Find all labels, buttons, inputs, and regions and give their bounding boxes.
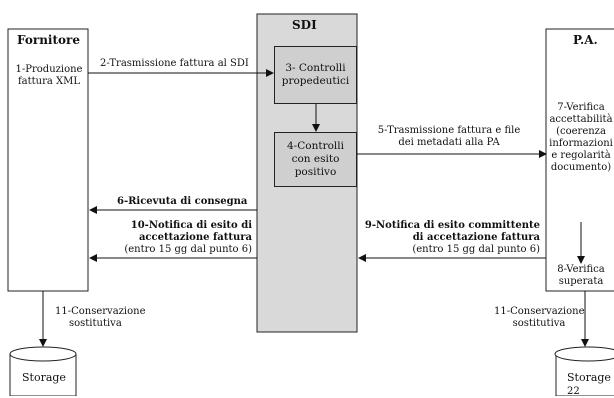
storage-number-pa: 22 bbox=[567, 386, 580, 397]
storage-label-pa: Storage bbox=[567, 371, 611, 384]
sdi-step4-line2: con esito bbox=[291, 153, 340, 165]
storage-cylinder-pa bbox=[554, 346, 614, 396]
label-step2: 2-Trasmissione fattura al SDI bbox=[100, 58, 249, 69]
pa-step7-line1: 7-Verifica bbox=[557, 102, 605, 113]
lane-title-pa: P.A. bbox=[573, 33, 598, 47]
fornitore-step1-line1: 1-Produzione bbox=[15, 64, 83, 75]
lane-title-fornitore: Fornitore bbox=[17, 33, 80, 47]
label-step9: 9-Notifica di esito committente di accet… bbox=[362, 220, 540, 256]
fornitore-lane bbox=[7, 28, 89, 292]
fornitore-step11: 11-Conservazione sostitutiva bbox=[55, 306, 146, 330]
fornitore-step1-line2: fattura XML bbox=[17, 76, 81, 87]
label-step9-line2: di accettazione fattura bbox=[412, 232, 540, 243]
label-step5-line2: dei metadati alla PA bbox=[398, 137, 500, 148]
pa-step7-line3: (coerenza bbox=[556, 126, 606, 137]
pa-lane bbox=[545, 28, 614, 292]
label-step5-line1: 5-Trasmissione fattura e file bbox=[377, 125, 521, 136]
fornitore-step11-line2: sostitutiva bbox=[69, 318, 122, 329]
sdi-step4-line3: positivo bbox=[294, 166, 337, 178]
storage-cylinder-fornitore bbox=[9, 346, 77, 396]
sdi-box-step4: 4-Controlli con esito positivo bbox=[274, 132, 357, 187]
pa-step7-line4: informazioni bbox=[549, 138, 613, 149]
fornitore-step1: 1-Produzione fattura XML bbox=[14, 64, 84, 88]
pa-step7-line6: documento) bbox=[550, 162, 612, 173]
label-step6: 6-Ricevuta di consegna bbox=[117, 196, 248, 207]
label-step10-line2: accettazione fattura bbox=[138, 232, 252, 243]
pa-step8-line1: 8-Verifica bbox=[557, 264, 605, 275]
storage-label-fornitore: Storage bbox=[22, 371, 66, 384]
label-step10-line3: (entro 15 gg dal punto 6) bbox=[124, 244, 252, 255]
pa-step8-line2: superata bbox=[558, 276, 604, 287]
pa-step7: 7-Verifica accettabilità (coerenza infor… bbox=[548, 102, 614, 174]
pa-step8: 8-Verifica superata bbox=[550, 264, 612, 288]
label-step10: 10-Notifica di esito di accettazione fat… bbox=[96, 220, 252, 256]
label-step9-line3: (entro 15 gg dal punto 6) bbox=[412, 244, 540, 255]
pa-step11-line2: sostitutiva bbox=[512, 318, 566, 329]
label-step10-line1: 10-Notifica di esito di bbox=[130, 220, 252, 231]
sdi-step4-line1: 4-Controlli bbox=[287, 140, 344, 152]
pa-step7-line5: e regolarità bbox=[551, 150, 611, 161]
sdi-box-step3: 3- Controlli propedeutici bbox=[274, 46, 357, 104]
pa-step11-line1: 11-Conservazione bbox=[494, 306, 585, 317]
label-step9-line1: 9-Notifica di esito committente bbox=[364, 220, 540, 231]
sdi-step3-line1: 3- Controlli bbox=[285, 62, 346, 74]
fornitore-step11-line1: 11-Conservazione bbox=[55, 306, 146, 317]
label-step5: 5-Trasmissione fattura e file dei metada… bbox=[364, 125, 534, 149]
sdi-step3-line2: propedeutici bbox=[281, 75, 350, 87]
pa-step7-line2: accettabilità bbox=[549, 114, 613, 125]
pa-step11: 11-Conservazione sostitutiva bbox=[494, 306, 585, 330]
lane-title-sdi: SDI bbox=[292, 18, 317, 32]
